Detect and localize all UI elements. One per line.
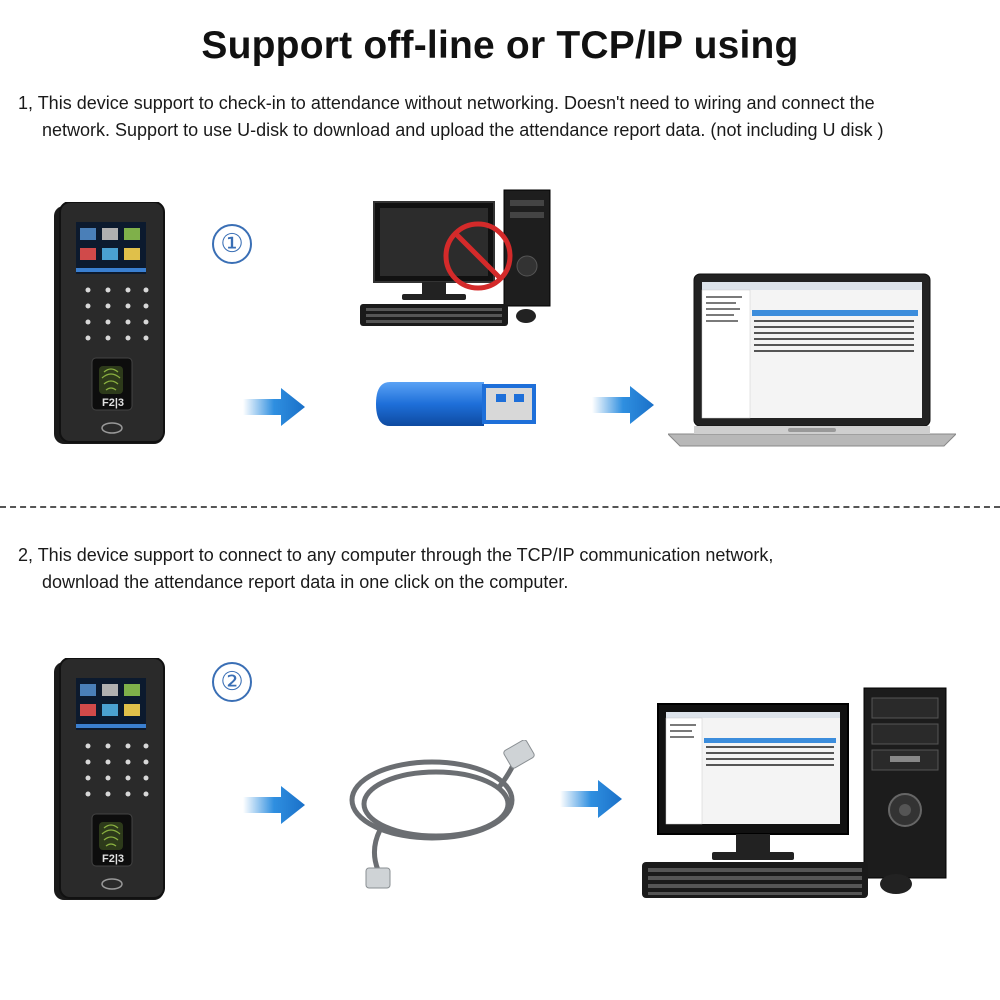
- attendance-device-2: F2|3: [54, 658, 165, 900]
- prohibited-icon: [443, 221, 513, 291]
- device-model-label: F2|3: [102, 397, 124, 409]
- desktop-computer-icon: [642, 687, 947, 898]
- right-arrow-icon: [243, 388, 305, 426]
- step-1-badge: ①: [212, 224, 252, 264]
- section-2-line-2: download the attendance report data in o…: [42, 572, 569, 592]
- right-arrow-icon: [592, 386, 654, 424]
- laptop-icon: [668, 273, 956, 447]
- section-divider: [0, 506, 1000, 508]
- step-2-badge: ②: [212, 662, 252, 702]
- section-1-line-2: network. Support to use U-disk to downlo…: [42, 120, 884, 140]
- page-title: Support off-line or TCP/IP using: [201, 24, 799, 67]
- right-arrow-icon: [243, 786, 305, 824]
- section-2-description: 2, This device support to connect to any…: [18, 542, 988, 596]
- desktop-computer-offline: [360, 189, 551, 326]
- right-arrow-icon: [560, 780, 622, 818]
- attendance-device-1: F2|3: [54, 202, 165, 444]
- usb-drive-icon: [376, 382, 536, 426]
- device-model-label: F2|3: [102, 853, 124, 865]
- ethernet-cable-icon: [349, 740, 535, 889]
- section-1-line-1: 1, This device support to check-in to at…: [18, 93, 875, 113]
- section-1-description: 1, This device support to check-in to at…: [18, 90, 988, 144]
- section-2-line-1: 2, This device support to connect to any…: [18, 545, 774, 565]
